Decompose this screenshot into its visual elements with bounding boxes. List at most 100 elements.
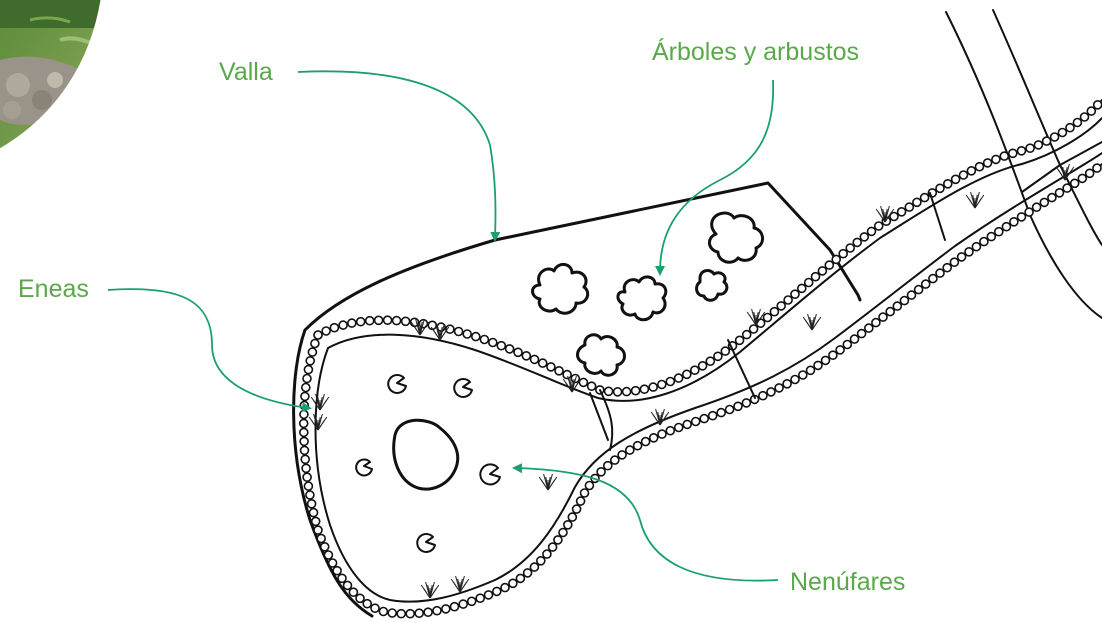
bank-stone — [604, 462, 612, 470]
bank-stone — [879, 313, 887, 321]
bank-stone — [531, 355, 539, 363]
cattail-tufts — [309, 164, 1074, 598]
bank-stone — [1087, 107, 1095, 115]
bank-stone — [588, 382, 596, 390]
bank-stone — [333, 567, 341, 575]
bank-stone — [406, 610, 414, 618]
bank-stone — [965, 248, 973, 256]
bank-stone — [700, 415, 708, 423]
bank-stone — [913, 198, 921, 206]
cattail-tuft-icon — [651, 409, 669, 425]
bank-stone — [1071, 179, 1079, 187]
bank-stone — [302, 384, 310, 392]
bank-stone — [330, 324, 338, 332]
cattail-tuft-icon — [803, 314, 821, 330]
bank-stone — [784, 296, 792, 304]
bank-stone — [908, 291, 916, 299]
bank-stone — [915, 286, 923, 294]
bank-stone — [300, 419, 308, 427]
bank-stone — [306, 491, 314, 499]
bank-stone — [799, 371, 807, 379]
bank-stone — [530, 563, 538, 571]
bank-stone — [976, 163, 984, 171]
bank-stone — [338, 574, 346, 582]
bank-stone — [463, 330, 471, 338]
bank-stone — [783, 380, 791, 388]
bank-stone — [597, 468, 605, 476]
bank-stone — [618, 451, 626, 459]
bank-stone — [573, 505, 581, 513]
bank-stone — [1048, 194, 1056, 202]
bank-stone — [522, 352, 530, 360]
bank-stone — [1078, 174, 1086, 182]
bank-stone — [1094, 101, 1102, 109]
bank-stone — [736, 336, 744, 344]
corner-photo — [0, 0, 110, 160]
bank-stone — [310, 509, 318, 517]
bank-stone — [944, 180, 952, 188]
bank-stone — [683, 370, 691, 378]
bank-stone — [611, 456, 619, 464]
bank-stone — [301, 455, 309, 463]
bank-stone — [706, 357, 714, 365]
bank-stone — [936, 269, 944, 277]
bank-stone — [433, 607, 441, 615]
bank-stone — [563, 371, 571, 379]
bank-stone — [967, 167, 975, 175]
bank-stone — [853, 238, 861, 246]
bank-stone — [468, 597, 476, 605]
bank-stone — [1000, 152, 1008, 160]
bank-stone — [539, 359, 547, 367]
fence-left — [294, 240, 495, 616]
bank-stone — [349, 588, 357, 596]
arrow-fence — [298, 71, 495, 238]
bank-stone — [344, 581, 352, 589]
bank-stone — [632, 387, 640, 395]
bank-stone — [825, 261, 833, 269]
waterlily-pads — [356, 375, 500, 552]
bank-stone — [314, 526, 322, 534]
bank-stone — [424, 608, 432, 616]
bank-stone — [1025, 208, 1033, 216]
bank-stone — [626, 446, 634, 454]
bank-stone — [493, 587, 501, 595]
shrub-blob-icon — [618, 277, 666, 320]
bank-stone — [549, 543, 557, 551]
bank-stone — [514, 348, 522, 356]
bank-stone — [415, 609, 423, 617]
bank-stone — [829, 351, 837, 359]
bank-stone — [1018, 213, 1026, 221]
lily-pad-icon — [417, 534, 435, 552]
bank-stone — [770, 308, 778, 316]
bank-stone — [846, 244, 854, 252]
bank-stone — [476, 594, 484, 602]
bank-stone — [987, 233, 995, 241]
cattail-tuft-icon — [421, 582, 439, 598]
lily-pad-icon — [454, 379, 472, 397]
bank-stone — [709, 412, 717, 420]
bank-stone — [371, 604, 379, 612]
bank-stone — [366, 317, 374, 325]
bank-stone — [960, 171, 968, 179]
bank-stone — [1066, 124, 1074, 132]
bank-stone — [363, 600, 371, 608]
bank-stone — [921, 194, 929, 202]
lily-pad-icon — [356, 459, 372, 475]
bank-stone — [721, 347, 729, 355]
bank-stone — [472, 333, 480, 341]
bank-stone — [357, 318, 365, 326]
label-trees: Árboles y arbustos — [652, 37, 859, 66]
bank-stone — [734, 402, 742, 410]
bank-stone — [384, 316, 392, 324]
bank-stone — [577, 497, 585, 505]
cattail-tuft-icon — [309, 414, 327, 430]
bank-stone — [314, 331, 322, 339]
bank-stone — [893, 302, 901, 310]
bank-stone — [303, 375, 311, 383]
bank-stone — [818, 267, 826, 275]
bank-stone — [375, 316, 383, 324]
bank-stone — [666, 427, 674, 435]
bank-stone — [304, 366, 312, 374]
bank-stone — [506, 345, 514, 353]
bank-stone — [750, 325, 758, 333]
